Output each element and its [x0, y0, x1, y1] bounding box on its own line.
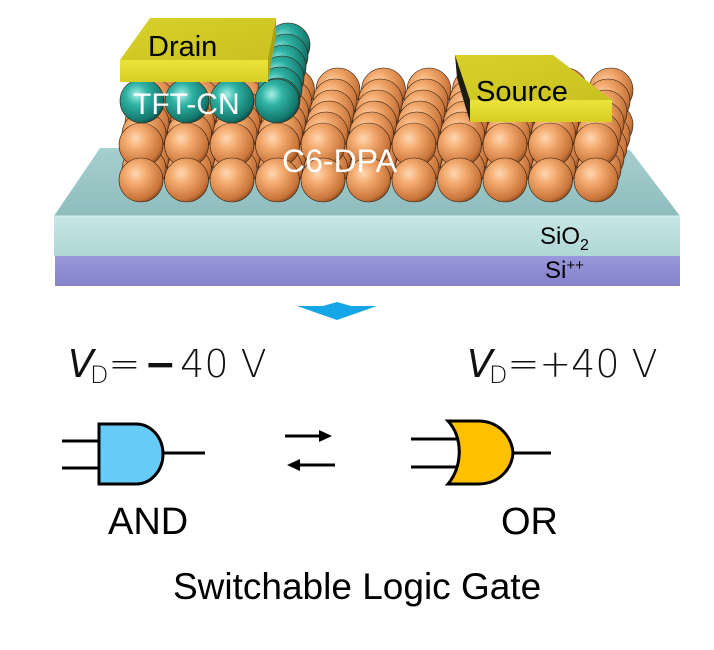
condition-left: VD=−40 V — [68, 342, 267, 389]
down-arrow-icon — [297, 302, 377, 320]
and-gate-icon — [62, 422, 205, 486]
equals-sign: = — [507, 342, 540, 386]
source-label: Source — [476, 76, 568, 108]
source-side-face — [455, 55, 470, 122]
voltage-unit: V — [240, 342, 267, 386]
voltage-subscript: D — [489, 361, 508, 389]
or-gate-label: OR — [501, 501, 558, 543]
or-gate-icon — [411, 419, 551, 486]
source-electrode: Source — [455, 55, 612, 122]
tftcn-label: TFT-CN — [133, 88, 240, 121]
drain-electrode: Drain — [120, 18, 276, 82]
sio2-layer — [54, 216, 680, 256]
c6dpa-sphere — [118, 157, 164, 203]
equals-sign: = — [108, 342, 141, 386]
voltage-sign: − — [144, 342, 177, 386]
voltage-symbol: V — [467, 342, 493, 386]
figure-caption: Switchable Logic Gate — [173, 566, 542, 607]
c6dpa-sphere — [437, 157, 482, 203]
c6dpa-sphere — [300, 157, 346, 203]
c6dpa-sphere — [482, 157, 528, 203]
c6dpa-sphere — [391, 157, 437, 203]
drain-label: Drain — [148, 31, 217, 63]
c6dpa-sphere — [255, 157, 300, 203]
switch-arrows-icon — [285, 430, 335, 471]
voltage-subscript: D — [90, 361, 109, 389]
c6dpa-sphere — [346, 157, 391, 203]
sio2-label: SiO2 — [540, 223, 589, 254]
voltage-unit: V — [631, 342, 658, 386]
condition-right: VD=+40 V — [467, 342, 658, 389]
source-top-face — [455, 55, 612, 100]
c6dpa-sphere — [164, 157, 209, 203]
si-label: Si++ — [545, 257, 584, 284]
voltage-sign: + — [539, 342, 572, 386]
drain-front-face — [120, 60, 268, 82]
c6dpa-label: C6-DPA — [282, 143, 398, 179]
drain-top-face — [120, 18, 276, 60]
tftcn-sphere — [254, 78, 300, 124]
voltage-symbol: V — [68, 342, 94, 386]
voltage-value: 40 — [571, 342, 620, 386]
c6dpa-sphere — [573, 157, 619, 203]
and-gate-label: AND — [108, 501, 189, 543]
source-front-face — [470, 100, 612, 122]
drain-side-face — [268, 18, 276, 80]
voltage-value: 40 — [180, 342, 229, 386]
c6dpa-sphere — [528, 157, 573, 203]
c6dpa-sphere — [209, 157, 255, 203]
si-layer — [55, 256, 680, 286]
